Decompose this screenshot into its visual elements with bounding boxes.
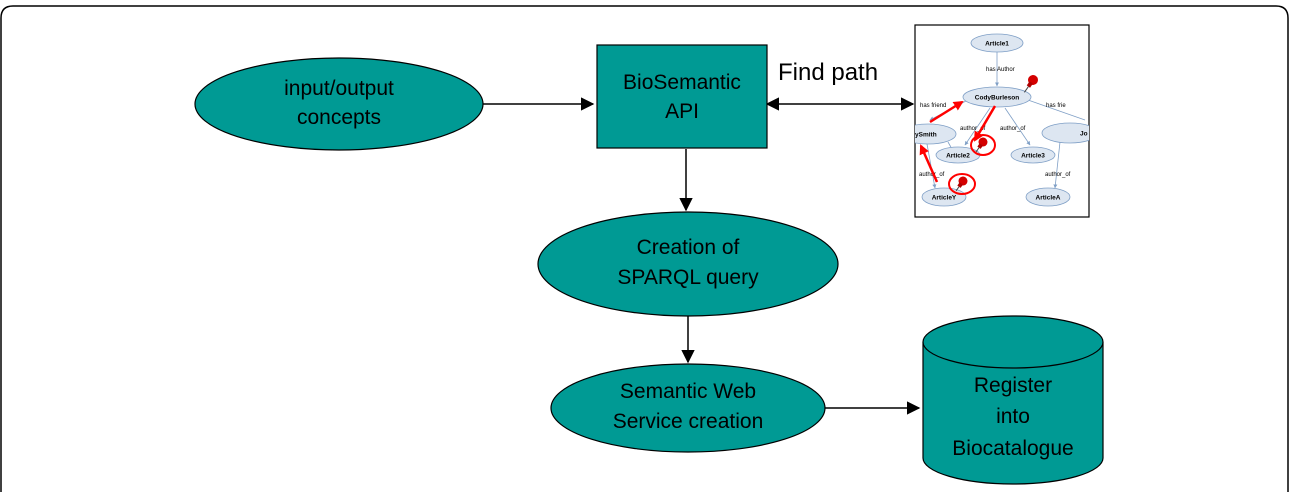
node-semantic-web-service-creation: Semantic Web Service creation <box>550 363 826 453</box>
path-arrow-2 <box>973 105 997 142</box>
path-arrow-1 <box>929 100 964 124</box>
push-pin-icon <box>975 137 988 153</box>
svg-text:API: API <box>665 100 699 123</box>
svg-text:Creation of: Creation of <box>637 236 740 259</box>
push-pin-icon <box>1023 75 1038 93</box>
graph-node-article2: Article2 <box>935 146 981 164</box>
svg-text:author_of: author_of <box>960 126 986 132</box>
graph-node-ysmith: ySmith <box>915 123 957 145</box>
svg-text:author_of: author_of <box>919 172 945 178</box>
svg-text:SPARQL query: SPARQL query <box>617 266 759 289</box>
highlight-circle-articley <box>948 173 976 195</box>
svg-text:BioSemantic: BioSemantic <box>623 71 741 94</box>
svg-text:input/output: input/output <box>284 77 394 100</box>
push-pin-icon <box>955 176 968 192</box>
graph-node-articley: ArticleY <box>921 187 967 207</box>
svg-text:Jo: Jo <box>1080 131 1088 138</box>
svg-text:has Author: has Author <box>986 67 1015 73</box>
svg-text:Biocatalogue: Biocatalogue <box>952 437 1073 460</box>
graph-node-codyburleson: CodyBurleson <box>962 86 1032 108</box>
svg-text:Article1: Article1 <box>985 41 1009 48</box>
svg-text:author_of: author_of <box>1045 172 1071 178</box>
svg-text:ArticleY: ArticleY <box>932 195 957 202</box>
graph-thumbnail: has Author has friend has frie author_of… <box>914 24 1090 218</box>
svg-text:author_of: author_of <box>1000 126 1026 132</box>
highlight-circle-article2 <box>970 134 996 156</box>
svg-text:ArticleA: ArticleA <box>1036 195 1061 202</box>
svg-text:has friend: has friend <box>920 103 946 109</box>
node-creation-of-sparql-query: Creation of SPARQL query <box>537 211 839 317</box>
svg-text:CodyBurleson: CodyBurleson <box>975 95 1019 102</box>
node-register-into-biocatalogue: Register into Biocatalogue <box>922 315 1104 485</box>
svg-text:ySmith: ySmith <box>915 132 937 139</box>
node-input-output-concepts: input/output concepts <box>194 57 484 151</box>
graph-node-article3: Article3 <box>1010 146 1056 164</box>
graph-node-articlea: ArticleA <box>1025 187 1071 207</box>
svg-text:has frie: has frie <box>1046 103 1066 109</box>
svg-text:Register: Register <box>974 374 1052 397</box>
svg-text:into: into <box>996 405 1030 428</box>
svg-text:Article2: Article2 <box>946 153 970 160</box>
node-biosemantic-api: BioSemantic API <box>596 44 768 149</box>
svg-text:Semantic Web: Semantic Web <box>620 380 756 403</box>
svg-text:Service creation: Service creation <box>613 410 764 433</box>
find-path-label: Find path <box>778 59 878 86</box>
page-border <box>0 5 1289 492</box>
graph-node-jo: Jo <box>1041 122 1089 144</box>
svg-text:Article3: Article3 <box>1021 153 1045 160</box>
path-arrow-3 <box>919 144 939 183</box>
svg-text:concepts: concepts <box>297 106 381 129</box>
graph-node-article1: Article1 <box>970 33 1024 53</box>
